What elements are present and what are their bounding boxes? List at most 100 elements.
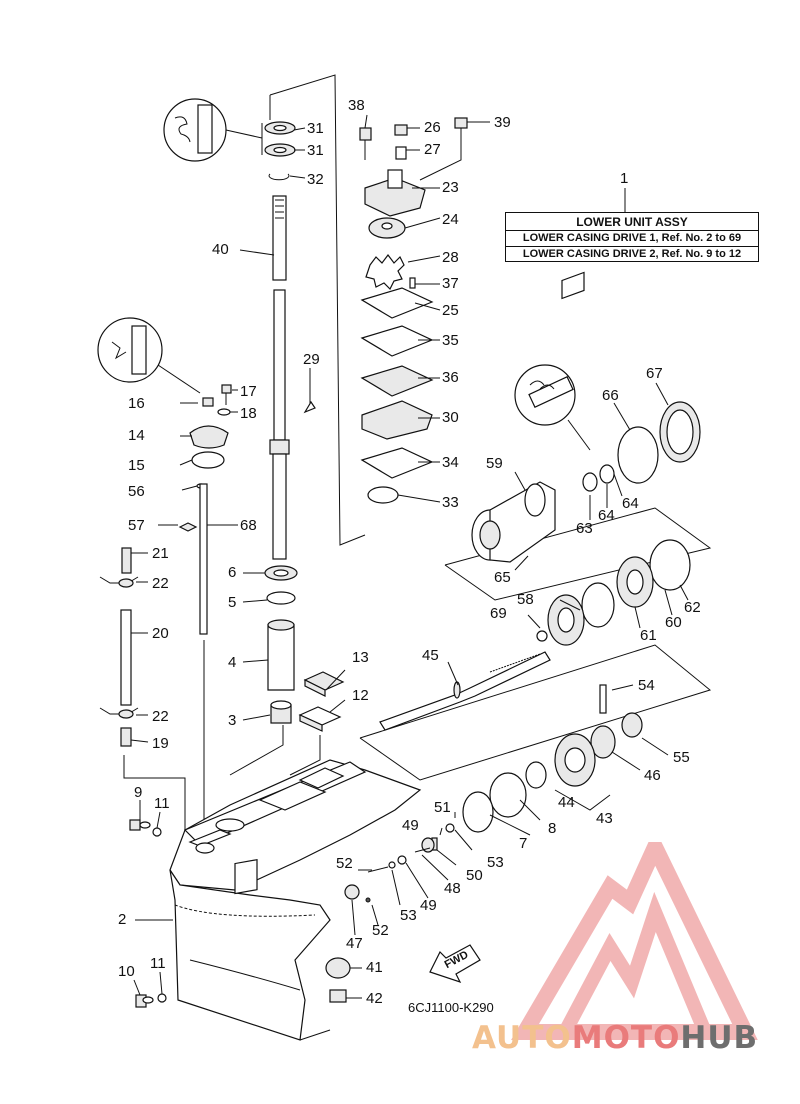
part-label: 29 — [303, 351, 320, 368]
part-label: 27 — [424, 141, 441, 158]
part-label: 5 — [228, 594, 236, 611]
part-40-drive-shaft — [269, 195, 290, 560]
part-label: 18 — [240, 405, 257, 422]
part-label: 52 — [336, 855, 353, 872]
part-label: 54 — [638, 677, 655, 694]
part-label: 35 — [442, 332, 459, 349]
part-label: 22 — [152, 575, 169, 592]
pump-leader-lines — [364, 114, 490, 503]
part-label: 48 — [444, 880, 461, 897]
part-label: 1 — [620, 170, 628, 187]
part-label: 11 — [150, 955, 166, 972]
part-label: 38 — [348, 97, 365, 114]
part-label: 62 — [684, 599, 701, 616]
part-label: 69 — [490, 605, 507, 622]
part-label: 23 — [442, 179, 459, 196]
part-label: 45 — [422, 647, 439, 664]
part-label: 51 — [434, 799, 451, 816]
part-label: 64 — [598, 507, 615, 524]
part-label: 7 — [519, 835, 527, 852]
part-label: 31 — [307, 142, 324, 159]
grease-icon — [163, 98, 263, 162]
right-leader-lines — [351, 188, 689, 936]
part-label: 36 — [442, 369, 459, 386]
watermark-part-hub: HUB — [680, 1020, 759, 1056]
part-label: 67 — [646, 365, 663, 382]
assembly-ref-line-2: LOWER CASING DRIVE 2, Ref. No. 9 to 12 — [506, 246, 758, 262]
fwd-arrow-icon — [429, 944, 481, 984]
part-label: 39 — [494, 114, 511, 131]
shift-leader-lines — [130, 389, 238, 743]
part-label: 19 — [152, 735, 169, 752]
part-66-67-rings — [617, 401, 701, 484]
parts-12-13-blocks — [229, 671, 345, 776]
part-2-lower-casing — [169, 759, 422, 1041]
watermark-part-auto: AUTO — [472, 1020, 572, 1056]
part-label: 13 — [352, 649, 369, 666]
part-label: 42 — [366, 990, 383, 1007]
part-label: 53 — [487, 854, 504, 871]
part-label: 15 — [128, 457, 145, 474]
part-label: 63 — [576, 520, 593, 537]
part-label: 57 — [128, 517, 145, 534]
part-label: 44 — [558, 794, 575, 811]
part-label: 32 — [307, 171, 324, 188]
watermark-logo-icon — [511, 842, 758, 1040]
part-label: 55 — [673, 749, 690, 766]
watermark-text: AUTOMOTOHUB — [472, 1020, 758, 1056]
part-label: 14 — [128, 427, 145, 444]
group-frame-line — [269, 74, 366, 546]
part-label: 47 — [346, 935, 363, 952]
part-label: 3 — [228, 712, 236, 729]
part-label: 64 — [622, 495, 639, 512]
assembly-title: LOWER UNIT ASSY — [576, 215, 688, 229]
part-label: 22 — [152, 708, 169, 725]
part-label: 66 — [602, 387, 619, 404]
assembly-ref-line-1: LOWER CASING DRIVE 1, Ref. No. 2 to 69 — [506, 230, 758, 246]
part-label: 58 — [517, 591, 534, 608]
part-label: 16 — [128, 395, 145, 412]
part-label: 41 — [366, 959, 383, 976]
drain-screws — [129, 800, 167, 1008]
part-label: 25 — [442, 302, 459, 319]
part-label: 40 — [212, 241, 229, 258]
bearings-63-64 — [561, 271, 615, 492]
water-pump-parts — [359, 117, 468, 504]
part-label: 8 — [548, 820, 556, 837]
loctite-icon — [514, 364, 591, 451]
part-label: 17 — [240, 383, 257, 400]
part-label: 4 — [228, 654, 236, 671]
part-label: 49 — [402, 817, 419, 834]
part-label: 21 — [152, 545, 169, 562]
part-label: 61 — [640, 627, 657, 644]
watermark-part-moto: MOTO — [571, 1020, 681, 1056]
part-label: 6 — [228, 564, 236, 581]
part-label: 12 — [352, 687, 369, 704]
part-label: 26 — [424, 119, 441, 136]
part-45-propeller-shaft — [379, 651, 551, 731]
part-label: 49 — [420, 897, 437, 914]
shaft-leader-lines — [239, 127, 346, 721]
part-label: 30 — [442, 409, 459, 426]
part-label: 68 — [240, 517, 257, 534]
part-label: 33 — [442, 494, 459, 511]
part-label: 46 — [644, 767, 661, 784]
diagram-code: 6CJ1100-K290 — [408, 1000, 494, 1015]
part-label: 10 — [118, 963, 135, 980]
lower-shaft-parts — [264, 565, 298, 724]
group-frame-line — [444, 507, 712, 601]
part-label: 43 — [596, 810, 613, 827]
part-label: 24 — [442, 211, 459, 228]
part-label: 28 — [442, 249, 459, 266]
part-label: 53 — [400, 907, 417, 924]
part-label: 11 — [154, 795, 170, 812]
grease-icon — [97, 317, 201, 394]
parts-47-53-small — [344, 823, 455, 903]
part-label: 20 — [152, 625, 169, 642]
part-label: 37 — [442, 275, 459, 292]
part-labels: 1 2 3 4 5 6 7 8 9 10 11 11 12 13 14 15 1… — [118, 97, 701, 1015]
part-label: 56 — [128, 483, 145, 500]
part-label: 50 — [466, 867, 483, 884]
